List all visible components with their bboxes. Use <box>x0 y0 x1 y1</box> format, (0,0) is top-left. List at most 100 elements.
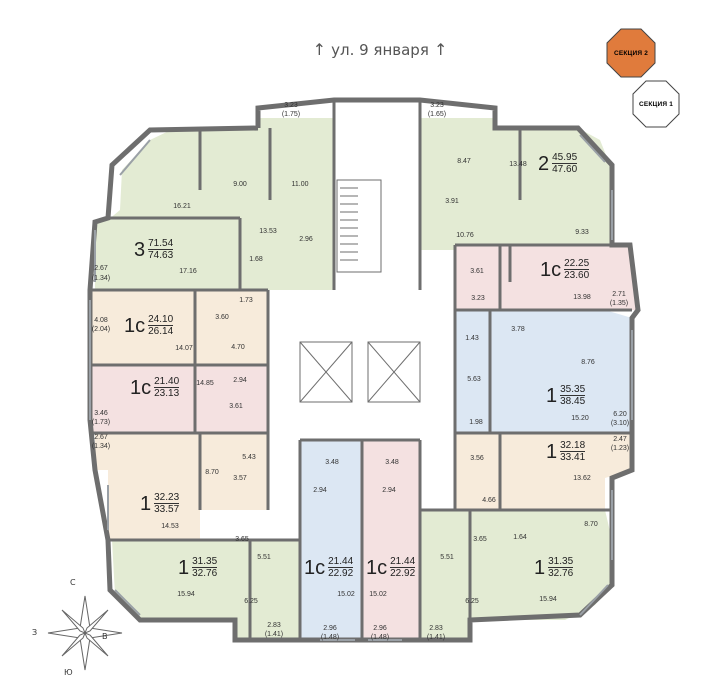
room-area-label: 14.85 <box>196 380 214 387</box>
apt-total: 32.76 <box>548 567 574 579</box>
room-area-label: 2.83 <box>267 622 281 629</box>
room-area-label: 2.94 <box>382 487 396 494</box>
room-area-label: 3.60 <box>215 314 229 321</box>
apt-total: 23.60 <box>564 269 590 281</box>
room-area-label: 3.56 <box>470 455 484 462</box>
room-area-label: 13.53 <box>259 228 277 235</box>
apt-area: 21.44 <box>390 556 416 567</box>
room-area-label: 1.43 <box>465 335 479 342</box>
apt-rooms: 1с <box>540 258 562 281</box>
apt-rooms: 1с <box>366 556 388 579</box>
room-area-label: 6.20 <box>613 411 627 418</box>
room-area-label: 2.94 <box>233 377 247 384</box>
room-area-label: 9.33 <box>575 229 589 236</box>
apt-1-left-peach-fill[interactable] <box>95 433 268 540</box>
compass-south: Ю <box>64 668 73 677</box>
apt-area: 21.40 <box>154 376 180 387</box>
room-area-label: 2.47 <box>613 436 627 443</box>
room-area-label: 1.68 <box>249 256 263 263</box>
room-area-label: 1.64 <box>513 534 527 541</box>
room-area-label: 9.00 <box>233 181 247 188</box>
room-area-label: 2.83 <box>429 625 443 632</box>
room-area-label: 8.70 <box>584 521 598 528</box>
apt-1-right-blue-fill[interactable] <box>455 310 632 433</box>
room-area-label: (1.41) <box>427 634 445 641</box>
room-area-label: 15.94 <box>177 591 195 598</box>
apt-1-bottomleft-fill[interactable] <box>112 540 300 640</box>
room-area-label: 5.63 <box>467 376 481 383</box>
inner-walls <box>90 100 632 640</box>
room-area-label: 6.25 <box>465 598 479 605</box>
room-area-label: 2.96 <box>323 625 337 632</box>
octagon-icon <box>606 28 656 78</box>
apt-3-fill[interactable] <box>95 218 268 290</box>
room-area-label: 3.91 <box>445 198 459 205</box>
apt-area: 31.35 <box>192 556 218 567</box>
room-area-label: (1.73) <box>92 419 110 426</box>
street-label: ↑ ул. 9 января ↑ <box>280 40 480 66</box>
apt-total: 47.60 <box>552 163 578 175</box>
room-area-label: (1.75) <box>282 111 300 118</box>
apt-total: 33.57 <box>154 503 180 515</box>
apt-1c-left-pink-fill[interactable] <box>90 365 268 433</box>
apt-1c-center-pink-fill[interactable] <box>362 440 420 640</box>
room-area-label: 3.61 <box>229 403 243 410</box>
apt-area: 24.10 <box>148 314 174 325</box>
room-area-label: 14.07 <box>175 345 193 352</box>
room-area-label: (1.34) <box>92 275 110 282</box>
room-area-label: (2.04) <box>92 326 110 333</box>
apt-area: 35.35 <box>560 384 586 395</box>
room-area-label: 3.61 <box>470 268 484 275</box>
room-area-label: 3.65 <box>235 536 249 543</box>
room-area-label: 15.20 <box>571 415 589 422</box>
room-area-label: 13.98 <box>573 294 591 301</box>
apt-rooms: 1 <box>178 556 190 579</box>
room-area-label: 1.98 <box>469 419 483 426</box>
room-area-label: (1.35) <box>610 300 628 307</box>
room-area-label: 3.65 <box>473 536 487 543</box>
apt-rooms: 1с <box>304 556 326 579</box>
apt-area: 21.44 <box>328 556 354 567</box>
room-area-label: 11.00 <box>292 181 309 188</box>
room-area-label: 4.66 <box>482 497 496 504</box>
apt-2-topright-fill[interactable] <box>420 118 612 282</box>
apt-rooms: 1с <box>130 376 152 399</box>
section-2-badge[interactable]: СЕКЦИЯ 2 <box>606 28 656 78</box>
room-area-label: 2.71 <box>612 291 626 298</box>
apt-1c-center-blue-fill[interactable] <box>300 440 362 640</box>
room-area-label: 5.43 <box>242 454 256 461</box>
room-area-label: (1.23) <box>611 445 629 452</box>
room-area-label: (1.65) <box>428 111 446 118</box>
room-area-label: 2.67 <box>94 265 108 272</box>
section-1-badge[interactable]: СЕКЦИЯ 1 <box>632 80 680 128</box>
apt-total: 33.41 <box>560 451 586 463</box>
room-area-label: 15.02 <box>369 591 387 598</box>
room-area-label: (1.34) <box>92 443 110 450</box>
room-area-label: 13.62 <box>573 475 591 482</box>
room-area-label: 15.02 <box>337 591 355 598</box>
apt-1c-left-peach-fill[interactable] <box>90 290 268 365</box>
apt-area: 45.95 <box>552 152 578 163</box>
apt-rooms: 3 <box>134 238 146 261</box>
room-area-label: 2.94 <box>313 487 327 494</box>
room-area-label: 3.57 <box>233 475 247 482</box>
apt-rooms: 1 <box>546 440 558 463</box>
apt-1-bottomright-fill[interactable] <box>420 510 612 640</box>
apt-area: 22.25 <box>564 258 590 269</box>
room-area-label: 8.47 <box>457 158 471 165</box>
windows <box>89 134 633 641</box>
room-area-label: 6.25 <box>244 598 258 605</box>
arrow-up-icon: ↑ <box>433 40 448 59</box>
